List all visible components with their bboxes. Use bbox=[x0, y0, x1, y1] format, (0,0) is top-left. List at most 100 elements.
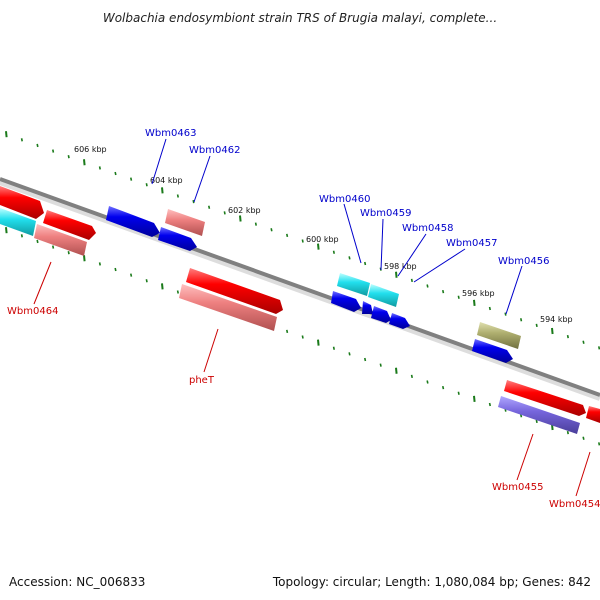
gene-label-Wbm0462[interactable]: Wbm0462 bbox=[189, 145, 240, 156]
forward-strand-genes bbox=[179, 268, 600, 434]
tick-minor bbox=[20, 234, 23, 238]
gene-pheT-red[interactable] bbox=[186, 268, 283, 314]
tick-minor bbox=[379, 363, 382, 367]
map-title: Wolbachia endosymbiont strain TRS of Bru… bbox=[103, 11, 497, 25]
tick-minor bbox=[535, 419, 538, 424]
gene-Wbm0459[interactable] bbox=[368, 284, 399, 307]
gene-label-Wbm0456[interactable]: Wbm0456 bbox=[498, 256, 549, 267]
tick-minor bbox=[36, 239, 39, 244]
tick-minor bbox=[270, 228, 273, 232]
gene-Wbm0457[interactable] bbox=[371, 306, 391, 323]
gene-pheT-pink[interactable] bbox=[179, 284, 277, 331]
tick-minor bbox=[520, 318, 523, 322]
tick-minor bbox=[67, 251, 70, 255]
tick-minor bbox=[67, 155, 70, 159]
tick-minor bbox=[98, 166, 101, 170]
gene-label-Wbm0459[interactable]: Wbm0459 bbox=[360, 208, 411, 219]
tick-minor bbox=[301, 239, 304, 243]
tick-major bbox=[395, 367, 398, 374]
gene-label-Wbm0460[interactable]: Wbm0460 bbox=[319, 194, 370, 205]
tick-major bbox=[161, 187, 164, 194]
tick-minor bbox=[332, 346, 335, 350]
reverse-strand-genes bbox=[0, 186, 521, 363]
tick-major bbox=[83, 159, 86, 166]
gene-label-Wbm0464[interactable]: Wbm0464 bbox=[7, 306, 58, 317]
tick-minor bbox=[332, 250, 335, 254]
gene-label-pheT[interactable]: pheT bbox=[189, 375, 215, 386]
tick-labels: 606 kbp 604 kbp 602 kbp 600 kbp 598 kbp … bbox=[74, 145, 573, 324]
gene-label-Wbm0455[interactable]: Wbm0455 bbox=[492, 482, 543, 493]
gene-forward-left-1[interactable] bbox=[0, 186, 44, 219]
tick-major bbox=[317, 243, 320, 250]
tick-label-604: 604 kbp bbox=[150, 176, 183, 185]
tick-minor bbox=[364, 357, 367, 362]
gene-forward-left-2[interactable] bbox=[43, 210, 96, 240]
tick-major bbox=[5, 131, 8, 138]
label-leaders-forward bbox=[33, 261, 591, 497]
tick-minor bbox=[348, 256, 351, 260]
gene-Wbm0454[interactable] bbox=[586, 406, 600, 423]
tick-minor bbox=[364, 261, 367, 266]
tick-minor bbox=[286, 329, 289, 334]
gene-label-Wbm0457[interactable]: Wbm0457 bbox=[446, 238, 497, 249]
tick-minor bbox=[426, 284, 429, 288]
gene-Wbm0462-b[interactable] bbox=[158, 227, 197, 251]
gene-Wbm0455-purple[interactable] bbox=[498, 396, 580, 434]
gene-Wbm0456-olive[interactable] bbox=[477, 322, 521, 349]
tick-major bbox=[473, 395, 476, 402]
tick-minor bbox=[566, 334, 569, 339]
gene-pink-left[interactable] bbox=[34, 224, 87, 256]
gene-labels: Wbm0463 Wbm0462 Wbm0460 Wbm0459 Wbm0458 … bbox=[7, 128, 600, 510]
tick-major bbox=[83, 255, 86, 262]
gene-Wbm0458-b[interactable] bbox=[362, 301, 373, 314]
tick-major bbox=[317, 339, 320, 346]
tick-minor bbox=[20, 138, 23, 142]
tick-minor bbox=[598, 346, 600, 350]
gene-label-Wbm0458[interactable]: Wbm0458 bbox=[402, 223, 453, 234]
tick-minor bbox=[130, 177, 133, 181]
gene-Wbm0458[interactable] bbox=[331, 291, 361, 312]
tick-minor bbox=[130, 273, 133, 277]
tick-minor bbox=[442, 289, 445, 294]
tick-minor bbox=[145, 183, 148, 187]
tick-minor bbox=[52, 245, 55, 249]
tick-minor bbox=[192, 199, 195, 204]
tick-minor bbox=[114, 267, 117, 272]
tick-minor bbox=[52, 149, 55, 153]
gene-Wbm0455-red[interactable] bbox=[504, 380, 586, 416]
summary-text: Topology: circular; Length: 1,080,084 bp… bbox=[272, 575, 591, 589]
tick-minor bbox=[176, 290, 179, 294]
tick-minor bbox=[504, 312, 507, 316]
gene-label-Wbm0463[interactable]: Wbm0463 bbox=[145, 128, 196, 139]
gene-Wbm0463[interactable] bbox=[106, 206, 160, 237]
gene-Wbm0460[interactable] bbox=[337, 273, 370, 296]
tick-major bbox=[473, 299, 476, 306]
tick-minor bbox=[488, 402, 491, 407]
tick-minor bbox=[488, 306, 491, 311]
tick-ring-outer bbox=[5, 131, 600, 350]
tick-minor bbox=[598, 442, 600, 446]
tick-minor bbox=[348, 352, 351, 356]
tick-label-600: 600 kbp bbox=[306, 235, 339, 244]
tick-minor bbox=[176, 194, 179, 198]
tick-label-596: 596 kbp bbox=[462, 289, 495, 298]
tick-minor bbox=[410, 278, 413, 283]
tick-minor bbox=[457, 391, 460, 395]
accession-text: Accession: NC_006833 bbox=[9, 575, 145, 589]
tick-minor bbox=[582, 340, 585, 344]
tick-minor bbox=[286, 233, 289, 238]
gene-Wbm0462[interactable] bbox=[165, 209, 205, 236]
tick-minor bbox=[410, 374, 413, 379]
tick-major bbox=[161, 283, 164, 290]
gene-cyan-left[interactable] bbox=[0, 208, 36, 236]
gene-label-Wbm0454[interactable]: Wbm0454 bbox=[549, 499, 600, 510]
gene-Wbm0456[interactable] bbox=[472, 339, 513, 363]
gene-Wbm0457-b[interactable] bbox=[389, 313, 410, 329]
label-leaders-reverse bbox=[151, 138, 523, 315]
backbone-shadow bbox=[0, 179, 600, 401]
tick-minor bbox=[98, 262, 101, 266]
tick-minor bbox=[223, 211, 226, 215]
tick-minor bbox=[36, 143, 39, 148]
tick-label-598: 598 kbp bbox=[384, 262, 417, 271]
